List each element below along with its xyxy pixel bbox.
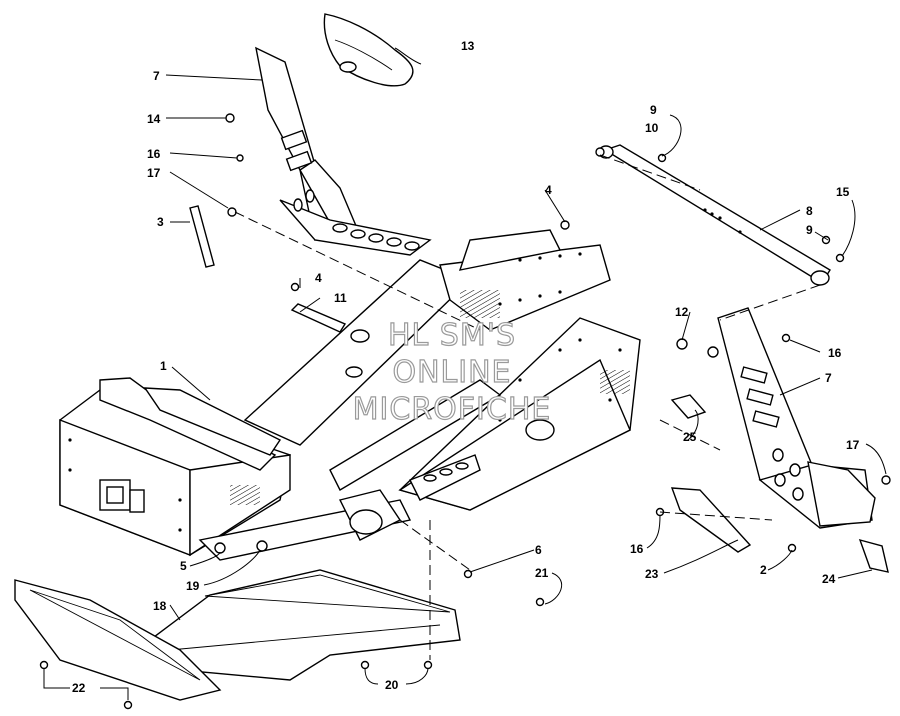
chassis-frame — [59, 229, 641, 561]
callout-3: 3 — [157, 215, 164, 229]
belly-pan — [14, 569, 461, 701]
callout-24: 24 — [822, 572, 836, 586]
callout-1: 1 — [160, 359, 167, 373]
callout-18: 18 — [153, 599, 167, 613]
callout-16c: 16 — [630, 542, 644, 556]
callout-6: 6 — [535, 543, 542, 557]
callout-10: 10 — [645, 121, 659, 135]
callout-25: 25 — [683, 430, 697, 444]
callout-4: 4 — [315, 271, 322, 285]
callout-16b: 16 — [828, 346, 842, 360]
lower-bracket — [670, 487, 752, 553]
watermark: HL SM'S ONLINE MICROFICHE — [352, 317, 552, 427]
callout-17b: 17 — [846, 438, 860, 452]
support-slots — [740, 366, 804, 501]
clip-plate — [858, 538, 889, 573]
callout-23: 23 — [645, 567, 659, 581]
steering-support-left — [255, 46, 432, 256]
callout-19: 19 — [186, 579, 200, 593]
callout-8: 8 — [806, 204, 813, 218]
pad — [290, 303, 347, 333]
rivet-holes — [68, 252, 622, 532]
callout-5: 5 — [180, 559, 187, 573]
watermark-line-1: HL SM'S — [388, 318, 516, 353]
callout-15: 15 — [836, 185, 850, 199]
steering-cover — [323, 13, 414, 87]
watermark-line-2: ONLINE — [392, 355, 511, 390]
callout-17: 17 — [147, 166, 161, 180]
callout-22: 22 — [72, 681, 86, 695]
watermark-line-3: MICROFICHE — [353, 392, 552, 427]
footrest-slots — [423, 462, 469, 482]
callout-7: 7 — [153, 69, 160, 83]
callout-21: 21 — [535, 566, 549, 580]
tie-rod — [598, 144, 831, 286]
support-holes — [293, 189, 420, 251]
callout-11: 11 — [334, 291, 347, 305]
callout-9: 9 — [650, 103, 657, 117]
leader-lines — [43, 47, 887, 700]
callout-12: 12 — [675, 305, 689, 319]
bracket — [670, 394, 707, 419]
callout-20: 20 — [385, 678, 399, 692]
callout-16: 16 — [147, 147, 161, 161]
assembly-lines — [234, 154, 821, 660]
bumper-bar — [189, 205, 215, 268]
callout-7b: 7 — [825, 371, 832, 385]
callout-4b: 4 — [545, 183, 552, 197]
callout-13: 13 — [461, 39, 475, 53]
callout-9b: 9 — [806, 223, 813, 237]
steering-support-right — [717, 307, 876, 529]
callout-2: 2 — [760, 563, 767, 577]
callouts: 13 7 14 16 17 3 4 11 1 4 9 10 15 8 9 12 … — [72, 39, 860, 695]
callout-14: 14 — [147, 112, 161, 126]
